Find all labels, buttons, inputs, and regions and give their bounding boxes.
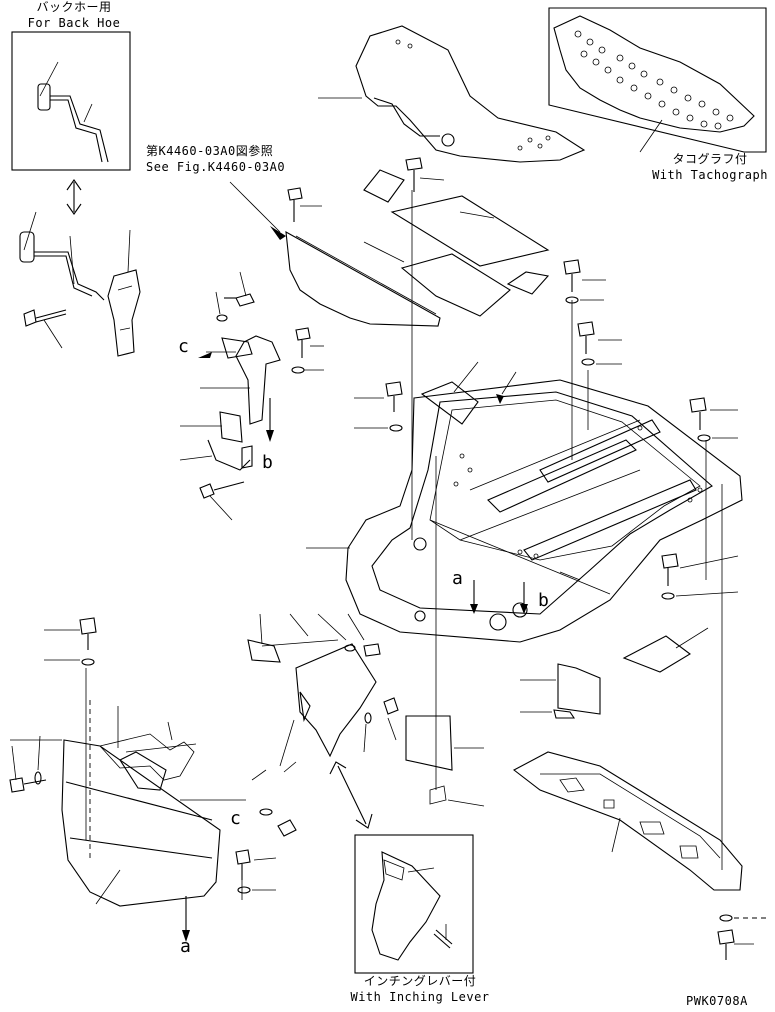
inching-lever-inset — [371, 851, 453, 961]
right-step-cover — [512, 751, 766, 960]
reference-jp: 第K4460-03A0図参照 — [146, 144, 274, 158]
reference-en: See Fig.K4460-03A0 — [146, 160, 286, 174]
inset-backhoe-box — [11, 31, 131, 171]
right-fasteners — [563, 259, 739, 600]
inching-title-en: With Inching Lever — [350, 990, 490, 1004]
drawing-code: PWK0708A — [686, 994, 748, 1008]
backhoe-mirror-inset — [37, 61, 109, 163]
swap-arrow-backhoe — [66, 179, 82, 215]
tachograph-title-en: With Tachograph — [652, 168, 768, 182]
cover-plate-ref — [229, 181, 441, 327]
tachograph-mat — [553, 15, 755, 153]
backhoe-title-en: For Back Hoe — [27, 16, 121, 30]
cab-floor-frame — [306, 379, 743, 643]
inset-tachograph-box — [548, 7, 767, 153]
marker-b-floor: b — [538, 590, 550, 611]
marker-c-pillar: c — [178, 336, 190, 357]
front-left-fasteners — [44, 617, 297, 894]
inching-title-jp: インチングレバー付 — [363, 974, 477, 988]
marker-c-cover: c — [230, 808, 242, 829]
lower-center-plates — [405, 663, 601, 807]
center-lower-bracket — [247, 613, 399, 767]
swap-arrow-inching — [329, 761, 373, 829]
inset-inching-box — [354, 834, 474, 974]
mirror-bracket-assembly — [19, 211, 141, 357]
floor-left-fasteners — [354, 371, 517, 432]
floor-pads — [363, 169, 550, 317]
floor-mat-upper — [318, 25, 586, 163]
marker-b-pillar: b — [262, 452, 274, 473]
tachograph-title-jp: タコグラフ付 — [672, 152, 748, 166]
backhoe-title-jp: バックホー用 — [36, 0, 112, 14]
front-lower-cover — [9, 700, 221, 942]
position-arrows — [470, 571, 581, 614]
assembly-guide-lines — [85, 190, 723, 900]
channel-parts — [420, 361, 709, 673]
marker-a-floor: a — [452, 568, 464, 589]
center-pillar-assembly — [179, 271, 324, 521]
bolt-set-top — [287, 157, 445, 222]
marker-a-cover: a — [180, 936, 192, 957]
